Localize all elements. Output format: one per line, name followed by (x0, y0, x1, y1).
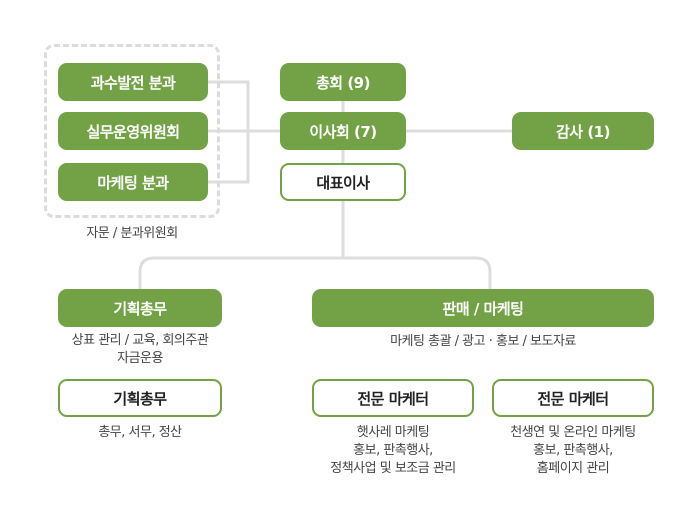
ceo-label: 대표이사 (316, 173, 370, 192)
board-label: 이사회 (7) (309, 122, 377, 141)
general-assembly-label: 총회 (9) (316, 73, 370, 92)
auditor-box: 감사 (1) (512, 112, 654, 150)
planning-dept-description: 상표 관리 / 교육, 회의주관 자금운용 (44, 332, 236, 368)
marketer-box-1: 전문 마케터 (312, 379, 474, 417)
description-line: 홍보, 판촉행사, (353, 443, 433, 458)
planning-team-description: 총무, 서무, 정산 (44, 424, 236, 442)
advisory-item-label: 실무운영위원회 (86, 122, 180, 141)
planning-team-box: 기획총무 (58, 379, 222, 417)
auditor-label: 감사 (1) (556, 122, 610, 141)
marketer-description-1: 햇사레 마케팅 홍보, 판촉행사, 정책사업 및 보조금 관리 (303, 424, 483, 478)
advisory-item-working-committee: 실무운영위원회 (58, 112, 208, 150)
ceo-box: 대표이사 (280, 163, 406, 201)
marketer-label: 전문 마케터 (357, 389, 429, 408)
advisory-item-label: 과수발전 분과 (90, 73, 176, 92)
department-branch-line (138, 256, 492, 289)
advisory-item-marketing-subcommittee: 마케팅 분과 (58, 163, 208, 201)
description-line: 총무, 서무, 정산 (98, 425, 182, 440)
description-line: 자금운용 (117, 351, 163, 366)
sales-marketing-dept-box: 판매 / 마케팅 (312, 289, 654, 327)
advisory-item-fruit-development: 과수발전 분과 (58, 63, 208, 101)
planning-dept-label: 기획총무 (113, 299, 167, 318)
advisory-group-frame (44, 44, 220, 218)
general-assembly-box: 총회 (9) (280, 63, 406, 101)
marketer-description-2: 천생연 및 온라인 마케팅 홍보, 판촉행사, 홈페이지 관리 (483, 424, 663, 478)
description-line: 햇사레 마케팅 (356, 425, 430, 440)
sales-marketing-description: 마케팅 총괄 / 광고 · 홍보 / 보도자료 (390, 334, 576, 349)
advisory-caption: 자문 / 분과위원회 (86, 226, 178, 241)
description-line: 천생연 및 온라인 마케팅 (510, 425, 636, 440)
board-box: 이사회 (7) (280, 112, 406, 150)
sales-marketing-dept-label: 판매 / 마케팅 (442, 299, 524, 318)
advisory-item-label: 마케팅 분과 (97, 173, 169, 192)
description-line: 정책사업 및 보조금 관리 (330, 461, 456, 476)
planning-team-label: 기획총무 (113, 389, 167, 408)
description-line: 상표 관리 / 교육, 회의주관 (71, 333, 209, 348)
planning-dept-box: 기획총무 (58, 289, 222, 327)
marketer-box-2: 전문 마케터 (492, 379, 654, 417)
description-line: 홈페이지 관리 (536, 461, 610, 476)
marketer-label: 전문 마케터 (537, 389, 609, 408)
description-line: 홍보, 판촉행사, (533, 443, 613, 458)
